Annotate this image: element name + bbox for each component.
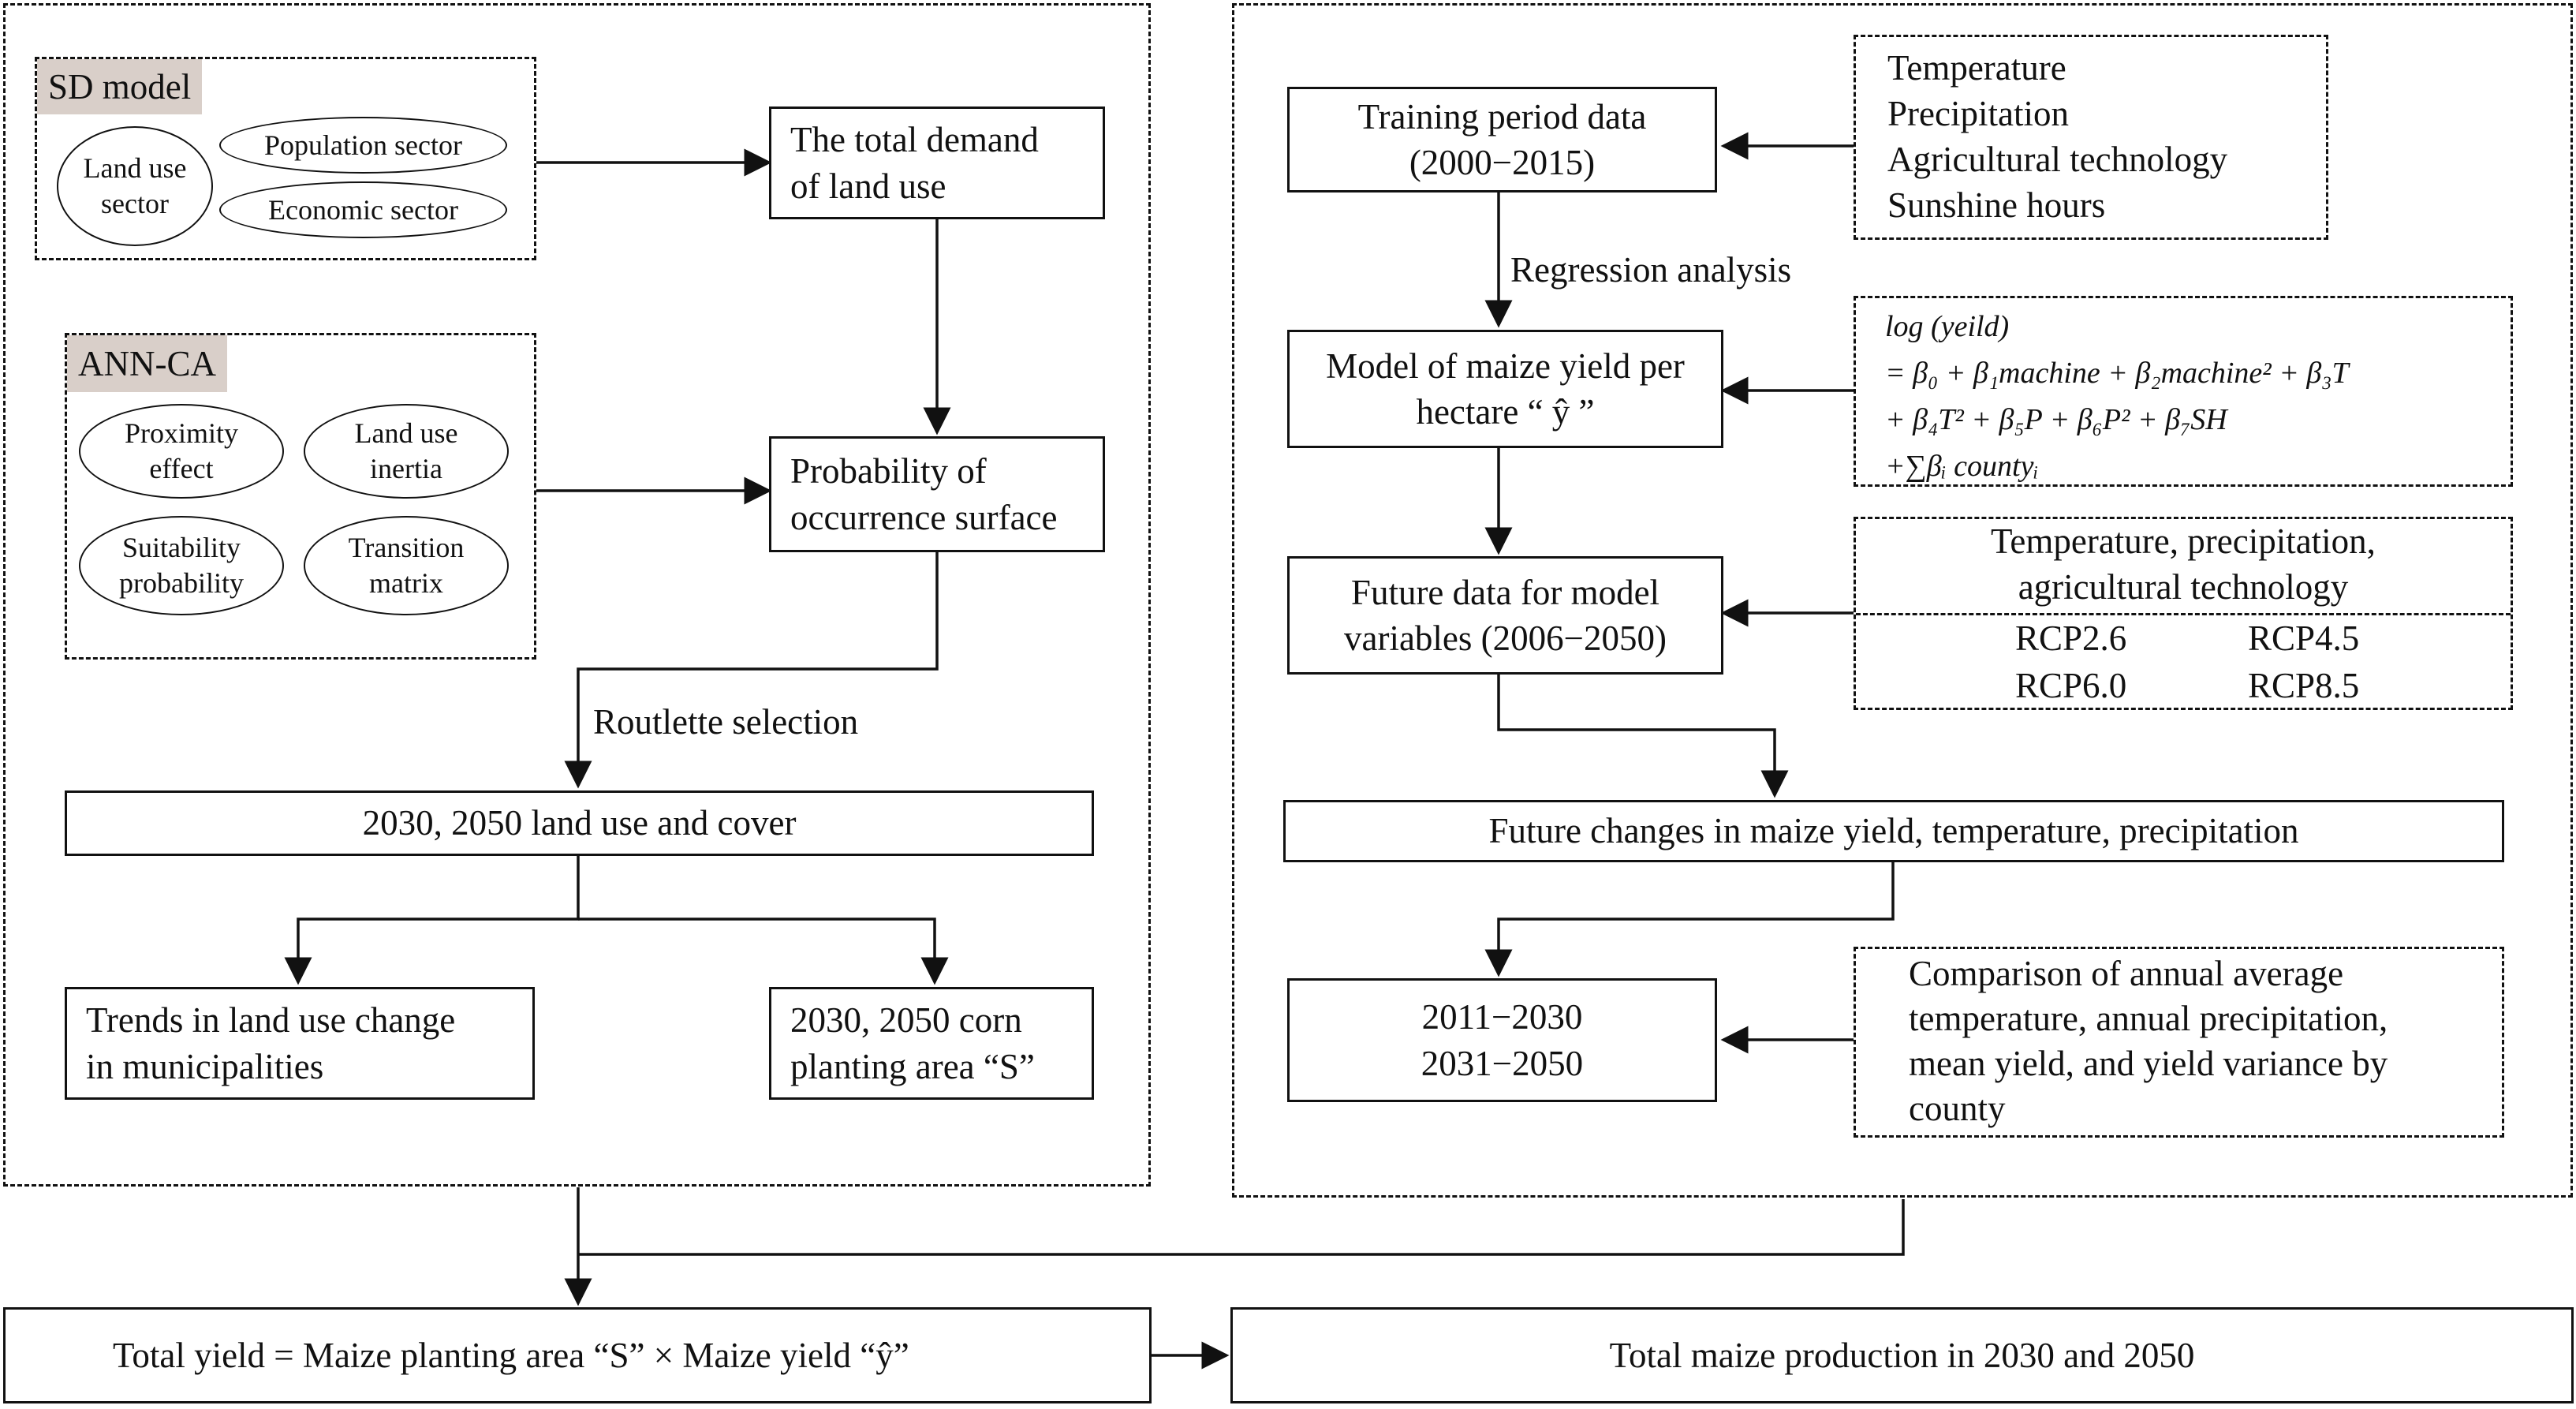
roulette-selection-label: Routlette selection [593, 702, 859, 742]
comparison-text: Comparison of annual average temperature… [1909, 954, 2388, 1129]
climate-variables-group [1854, 35, 2328, 240]
future-variables-group [1854, 517, 2513, 710]
rcp-4-5: RCP4.5 [2248, 619, 2360, 658]
arrow-changes-to-periods [1484, 862, 1895, 977]
arrow-landuse-split [284, 856, 580, 985]
ann-ca-group [65, 333, 536, 660]
economic-sector-ellipse: Economic sector [219, 181, 507, 238]
arrow-landuse-to-corn [578, 918, 949, 985]
land-use-cover-box: 2030, 2050 land use and cover [65, 790, 1094, 856]
arrow-probability-to-landuse [564, 552, 939, 789]
arrow-future-to-changes [1497, 675, 1789, 798]
training-period-box: Training period data(2000−2015) [1287, 87, 1717, 192]
regression-analysis-label: Regression analysis [1510, 250, 1792, 290]
climate-variables-list: Temperature Precipitation Agricultural t… [1887, 48, 2228, 226]
rcp-divider [1856, 613, 2511, 615]
sd-model-tag: SD model [37, 59, 203, 114]
population-sector-ellipse: Population sector [219, 117, 507, 174]
line-right-panel-to-total [578, 1199, 1905, 1256]
rcp-6-0: RCP6.0 [2015, 666, 2127, 705]
comparison-group [1854, 947, 2504, 1138]
sd-model-group [35, 57, 536, 260]
total-yield-box: Total yield = Maize planting area “S” × … [3, 1307, 1152, 1403]
rcp-2-6: RCP2.6 [2015, 619, 2127, 658]
regression-formula: log (yeild) = β₀ + β₁machine + β₂machine… [1885, 310, 2349, 483]
total-production-box: Total maize production in 2030 and 2050 [1230, 1307, 2574, 1403]
regression-formula-group [1854, 296, 2513, 487]
rcp-8-5: RCP8.5 [2248, 666, 2360, 705]
right-panel-frame [1232, 3, 2573, 1198]
future-changes-box: Future changes in maize yield, temperatu… [1283, 800, 2504, 862]
left-panel-frame [3, 3, 1151, 1187]
ann-ca-tag: ANN-CA [67, 335, 227, 392]
future-variables-text: Temperature, precipitation,agricultural … [1991, 521, 2376, 607]
